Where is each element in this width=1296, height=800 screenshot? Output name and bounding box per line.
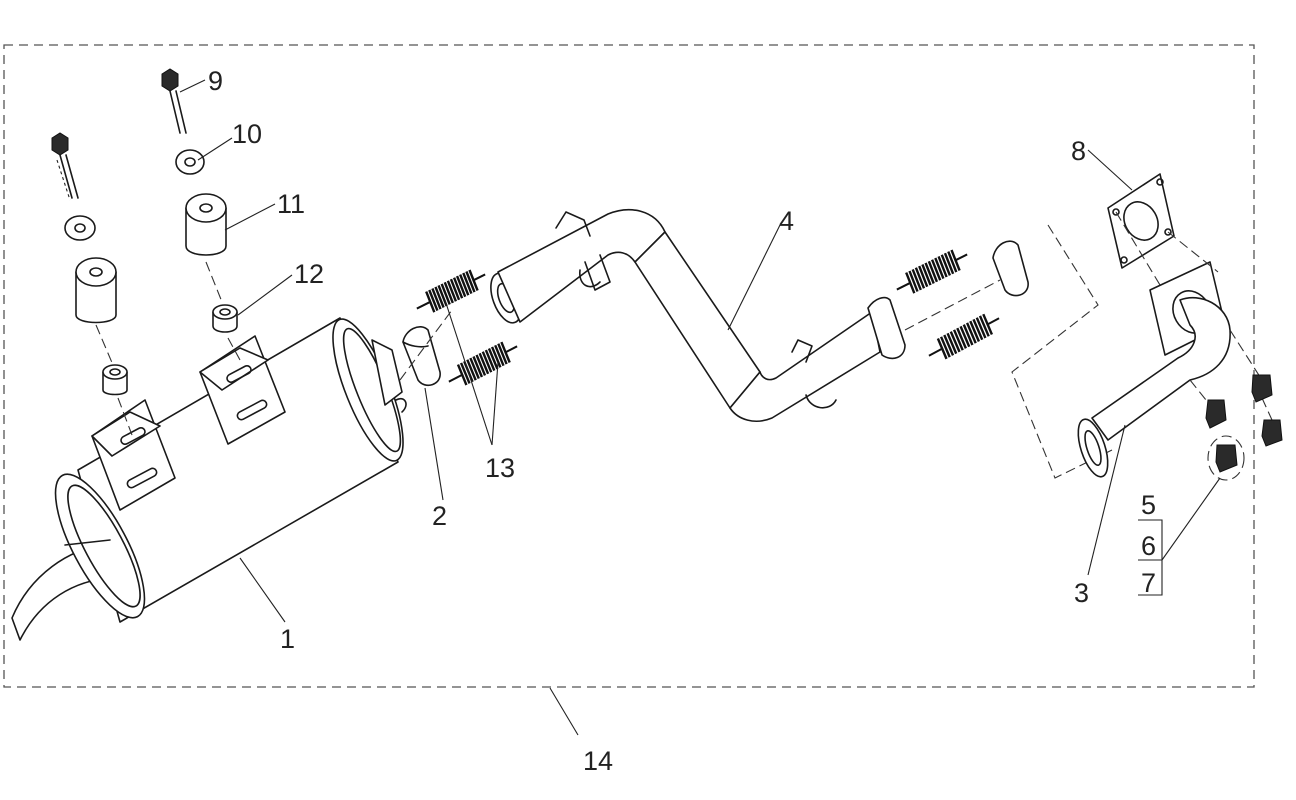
callout-3: 3 bbox=[1074, 578, 1089, 608]
rear-gasket bbox=[992, 224, 1113, 479]
assembly-boundary bbox=[3, 44, 1255, 688]
nuts-parts-5-6-7 bbox=[1205, 374, 1283, 481]
callout-8: 8 bbox=[1071, 136, 1086, 166]
callout-6: 6 bbox=[1141, 531, 1156, 561]
gasket-part-2 bbox=[399, 309, 453, 387]
callout-12: 12 bbox=[294, 259, 324, 289]
springs-part-13 bbox=[416, 249, 1000, 386]
spring-coil bbox=[896, 249, 968, 294]
leader-lines bbox=[179, 79, 1221, 736]
flange-part-8 bbox=[1107, 173, 1175, 269]
mid-pipe-part-4 bbox=[490, 208, 1001, 422]
washer-part-10 bbox=[175, 149, 205, 175]
callout-labels: 1 2 3 4 5 6 7 8 9 10 11 12 13 14 bbox=[208, 66, 1156, 776]
callout-5: 5 bbox=[1141, 490, 1156, 520]
callout-14: 14 bbox=[583, 746, 613, 776]
callout-9: 9 bbox=[208, 66, 223, 96]
right-mount-hardware bbox=[161, 68, 241, 361]
header-pipe-part-3 bbox=[1077, 173, 1273, 478]
callout-13: 13 bbox=[485, 453, 515, 483]
callout-4: 4 bbox=[779, 206, 794, 236]
callout-1: 1 bbox=[280, 624, 295, 654]
callout-7: 7 bbox=[1141, 568, 1156, 598]
spring-coil bbox=[928, 313, 1000, 360]
spring-coil bbox=[416, 269, 486, 313]
spring-coil bbox=[448, 341, 518, 386]
callout-11: 11 bbox=[277, 189, 305, 219]
callout-10: 10 bbox=[232, 119, 262, 149]
muffler-part-1 bbox=[11, 317, 407, 641]
left-mount-hardware bbox=[51, 132, 133, 436]
callout-2: 2 bbox=[432, 501, 447, 531]
bolt-part-9 bbox=[161, 68, 179, 92]
